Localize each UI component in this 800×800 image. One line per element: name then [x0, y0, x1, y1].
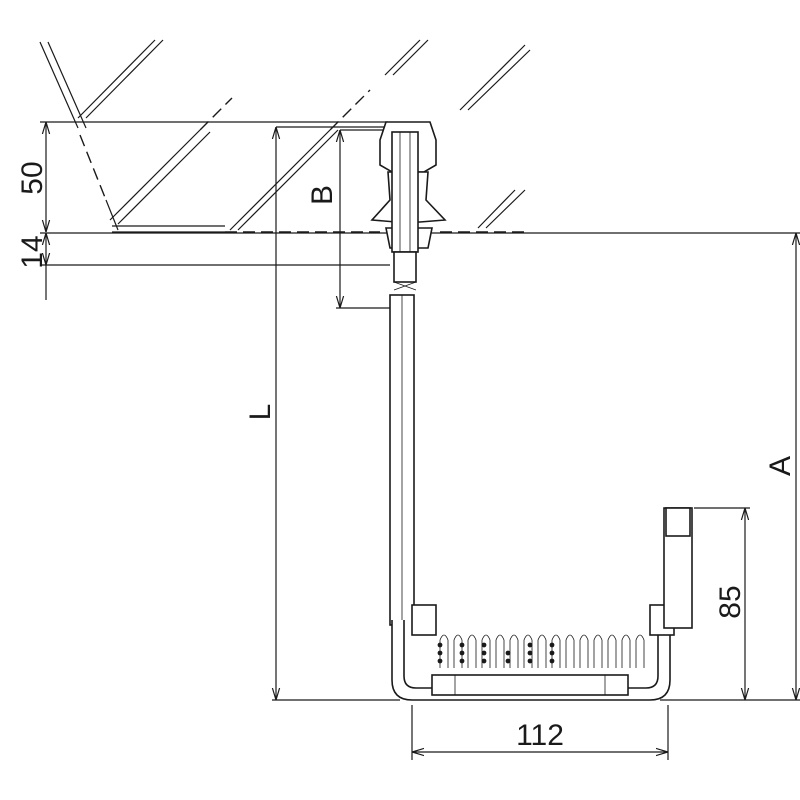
dim-112-label: 112 [516, 719, 564, 752]
comb-dot [527, 642, 533, 648]
ceiling-hatching [39, 39, 531, 231]
comb-finger [439, 634, 449, 668]
dim-85-label: 85 [714, 585, 747, 618]
comb-dot [481, 650, 487, 656]
dim-14-label: 14 [16, 235, 49, 268]
comb-finger [551, 634, 561, 668]
comb-finger [495, 634, 505, 668]
comb-finger [523, 634, 533, 668]
comb-dot [505, 650, 511, 656]
comb-dot [459, 642, 465, 648]
comb-dot [437, 658, 443, 664]
tray-comb [437, 634, 645, 668]
comb-finger [481, 634, 491, 668]
comb-dot [481, 642, 487, 648]
cable-tray [391, 507, 693, 701]
comb-finger [635, 634, 645, 668]
comb-finger [607, 634, 617, 668]
comb-dot [549, 658, 555, 664]
comb-finger [565, 634, 575, 668]
comb-dot [505, 658, 511, 664]
comb-finger [467, 634, 477, 668]
dim-50-label: 50 [16, 161, 49, 194]
comb-dot [527, 650, 533, 656]
comb-dot [459, 658, 465, 664]
dim-l-label: L [244, 404, 277, 421]
comb-dot [459, 650, 465, 656]
comb-finger [593, 634, 603, 668]
hanger-rod [389, 294, 415, 626]
dim-b-label: B [306, 185, 339, 205]
comb-finger [453, 634, 463, 668]
comb-dot [481, 658, 487, 664]
comb-dot [549, 650, 555, 656]
comb-dot [549, 642, 555, 648]
comb-finger [509, 634, 519, 668]
dim-a-label: A [764, 456, 797, 476]
comb-dot [437, 650, 443, 656]
anchor-head [370, 121, 447, 291]
dimension-lines [46, 122, 796, 752]
comb-finger [621, 634, 631, 668]
comb-finger [537, 634, 547, 668]
comb-dot [527, 658, 533, 664]
comb-finger [579, 634, 589, 668]
comb-dot [437, 642, 443, 648]
